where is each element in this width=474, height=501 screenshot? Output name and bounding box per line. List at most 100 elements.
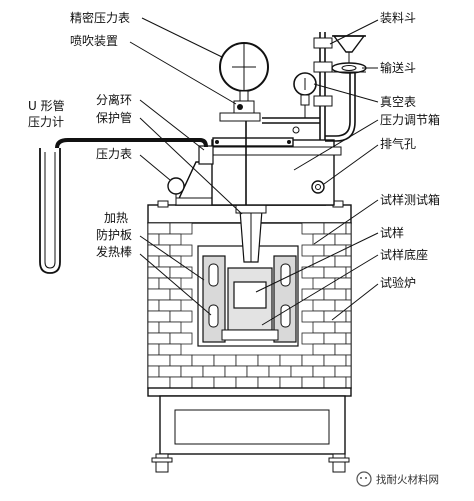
- brick: [224, 365, 248, 378]
- label-sample-base: 试样底座: [380, 247, 428, 262]
- brick: [301, 244, 325, 257]
- brick: [312, 299, 336, 312]
- label-protection-tube: 保护管: [96, 110, 132, 125]
- label-precision-gauge: 精密压力表: [70, 10, 130, 25]
- brick: [147, 299, 160, 312]
- brick: [334, 233, 352, 246]
- brick: [345, 288, 352, 301]
- label-vacuum-gauge: 真空表: [380, 95, 416, 109]
- label-exhaust-hole: 排气孔: [380, 136, 416, 151]
- brick: [235, 354, 259, 367]
- brick: [312, 233, 336, 246]
- brick: [158, 299, 182, 312]
- label-heating-rod: 发热棒: [96, 244, 132, 259]
- brick: [301, 332, 325, 345]
- left-foot: [155, 453, 169, 473]
- label-loading-hopper: 装料斗: [380, 11, 416, 25]
- brick: [169, 376, 193, 389]
- brick: [334, 365, 352, 378]
- brick: [191, 354, 215, 367]
- brick: [158, 343, 182, 356]
- brick: [257, 376, 281, 389]
- brick: [202, 365, 226, 378]
- brick: [213, 376, 237, 389]
- brick: [345, 332, 352, 345]
- brick: [147, 365, 160, 378]
- spray-device: [219, 100, 261, 122]
- label-spray-device: 喷吹装置: [70, 34, 118, 48]
- label-pressure-regulating-box: 压力调节箱: [380, 112, 440, 127]
- piping-right: [262, 32, 356, 142]
- lower-cabinet-panel: [174, 409, 330, 445]
- heating-rod-right-top: [280, 263, 291, 287]
- watermark: 找耐火材料网: [356, 471, 439, 487]
- brick: [279, 376, 303, 389]
- u-tube-manometer: [39, 138, 208, 274]
- brick: [147, 354, 171, 367]
- separation-ring: [198, 145, 214, 165]
- brick: [158, 321, 182, 334]
- brick: [334, 343, 352, 356]
- furnace-base-band: [147, 387, 352, 397]
- brick: [257, 354, 281, 367]
- brick: [334, 255, 352, 268]
- brick: [213, 354, 237, 367]
- brick: [147, 277, 160, 290]
- brick: [169, 266, 193, 279]
- right-foot: [332, 453, 346, 473]
- heating-rod-left-top: [208, 263, 219, 287]
- brick: [301, 376, 325, 389]
- protection-tube: [235, 204, 267, 263]
- brick: [235, 376, 259, 389]
- brick: [147, 343, 160, 356]
- pressure-gauge: [167, 177, 185, 205]
- brick: [334, 299, 352, 312]
- inner-chamber: [197, 245, 299, 347]
- brick: [312, 365, 336, 378]
- brick: [290, 365, 314, 378]
- brick: [147, 233, 160, 246]
- label-separation-ring: 分离环: [96, 92, 132, 107]
- label-sample: 试样: [380, 225, 404, 240]
- conveying-hopper: [331, 62, 367, 74]
- brick: [345, 222, 352, 235]
- brick: [158, 233, 182, 246]
- brick: [268, 365, 292, 378]
- label-pressure-gauge: 压力表: [96, 147, 132, 161]
- pressure-regulating-box: [198, 120, 342, 206]
- brick: [323, 288, 347, 301]
- brick: [312, 321, 336, 334]
- brick: [169, 244, 193, 257]
- brick: [147, 376, 171, 389]
- label-conveying-hopper: 输送斗: [380, 60, 416, 75]
- vacuum-gauge: [293, 72, 317, 106]
- brick: [169, 354, 193, 367]
- brick: [169, 222, 193, 235]
- label-heating-shield-line1: 加热: [104, 211, 128, 225]
- brick: [169, 332, 193, 345]
- brick-pattern: [147, 222, 352, 389]
- brick: [169, 288, 193, 301]
- brick: [323, 310, 347, 323]
- wechat-icon: [356, 471, 372, 487]
- brick: [147, 310, 171, 323]
- brick: [323, 376, 347, 389]
- precision-pressure-gauge: [219, 42, 269, 102]
- brick: [147, 332, 171, 345]
- brick: [279, 354, 303, 367]
- brick: [158, 365, 182, 378]
- brick: [334, 321, 352, 334]
- brick: [147, 321, 160, 334]
- loading-hopper: [332, 35, 366, 64]
- label-u-tube-line2: 压力计: [28, 115, 64, 129]
- brick: [312, 255, 336, 268]
- brick: [345, 354, 352, 367]
- brick: [312, 343, 336, 356]
- label-test-furnace: 试验炉: [380, 275, 416, 290]
- label-sample-test-box: 试样测试箱: [380, 192, 440, 207]
- brick: [180, 365, 204, 378]
- brick: [301, 310, 325, 323]
- brick: [323, 354, 347, 367]
- brick: [191, 376, 215, 389]
